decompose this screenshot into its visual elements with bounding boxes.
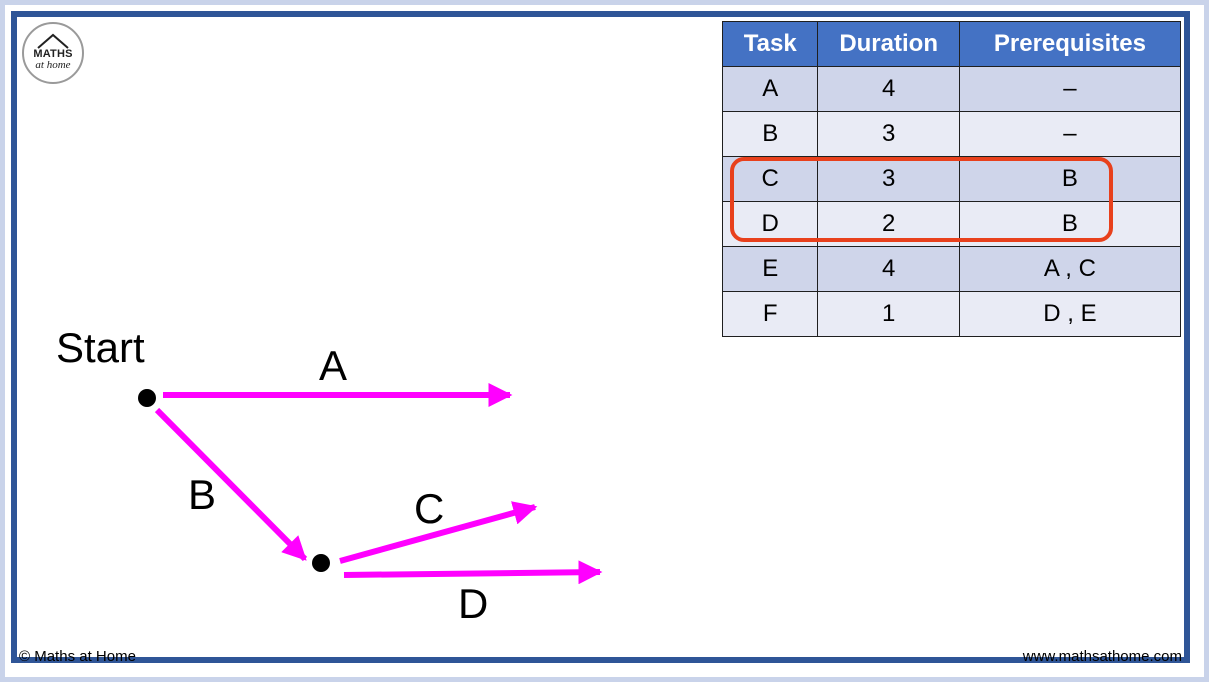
arrow-label-c: C	[414, 485, 444, 532]
logo-text-home-word: home	[46, 59, 71, 71]
start-node	[138, 389, 156, 407]
website-text: www.mathsathome.com	[1022, 648, 1182, 665]
table-row: B 3 –	[721, 111, 1182, 157]
task-cell: A	[721, 66, 819, 112]
table-header-row: Task Duration Prerequisites	[721, 21, 1182, 67]
table-row: E 4 A , C	[721, 246, 1182, 292]
task-cell: B	[721, 111, 819, 157]
duration-cell: 3	[817, 156, 960, 202]
arrow-label-a: A	[319, 342, 347, 389]
task-cell: E	[721, 246, 819, 292]
arrow-c	[339, 501, 538, 564]
prerequisites-cell: A , C	[958, 246, 1182, 292]
arrow-label-d: D	[458, 580, 488, 627]
task-table: Task Duration Prerequisites A 4 – B 3 – …	[721, 21, 1182, 337]
logo-text-home: at home	[24, 59, 82, 71]
header-task: Task	[721, 21, 819, 67]
duration-cell: 4	[817, 246, 960, 292]
arrow-d	[343, 560, 603, 585]
prerequisites-cell: D , E	[958, 291, 1182, 337]
prerequisites-cell: –	[958, 66, 1182, 112]
copyright-text: © Maths at Home	[19, 648, 136, 665]
house-roof-icon	[37, 33, 69, 49]
duration-cell: 3	[817, 111, 960, 157]
prerequisites-cell: –	[958, 111, 1182, 157]
highlight-box-c-d	[730, 157, 1113, 242]
task-cell: F	[721, 291, 819, 337]
logo-text-at: at	[35, 59, 44, 71]
maths-at-home-logo: MATHS at home	[22, 22, 84, 84]
event-node	[312, 554, 330, 572]
table-row: F 1 D , E	[721, 291, 1182, 337]
arrow-b	[154, 407, 308, 562]
logo-text-maths: MATHS	[33, 48, 73, 60]
start-label: Start	[56, 324, 145, 371]
duration-cell: 1	[817, 291, 960, 337]
arrow-label-b: B	[188, 471, 216, 518]
